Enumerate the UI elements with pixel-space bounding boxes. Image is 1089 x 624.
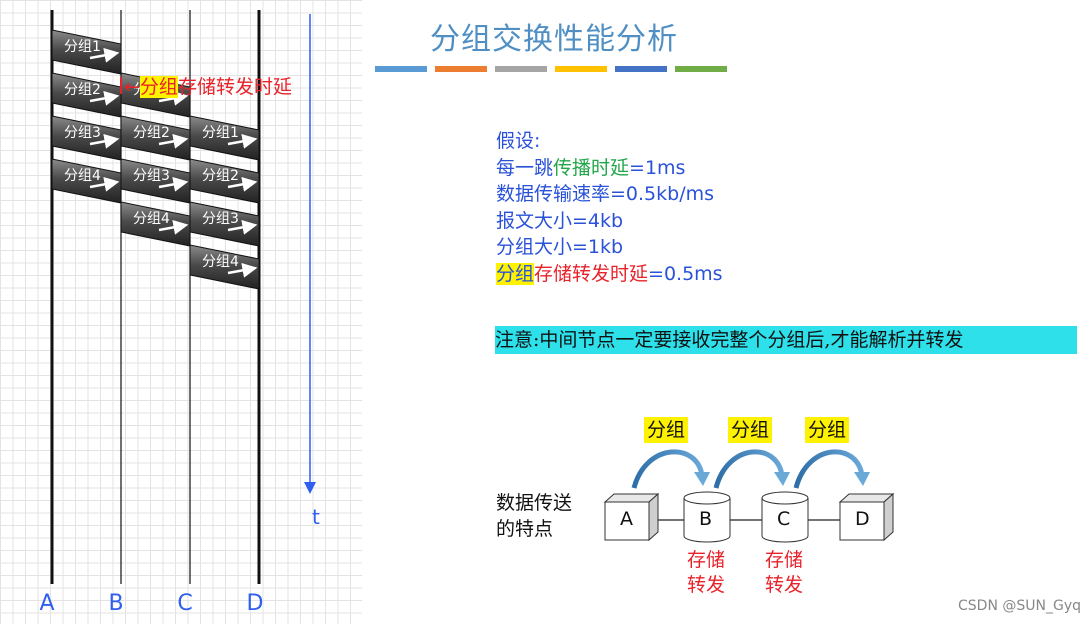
delay-text: 存储转发时延 <box>177 76 292 98</box>
hop-arrow-1 <box>631 449 705 489</box>
hop-tag-3: 分组 <box>805 417 850 443</box>
color-bar-2 <box>435 66 487 72</box>
packet-1-hop-1: 分组1 <box>51 29 122 75</box>
hop-tag-2: 分组 <box>728 417 773 443</box>
packet-label: 分组3 <box>133 168 170 184</box>
flow-node-c-label: C <box>777 508 791 530</box>
assumption-message-size: 报文大小=4kb <box>496 209 624 232</box>
flow-label-line2: 的特点 <box>496 518 554 540</box>
packet-direction-icon <box>89 176 120 192</box>
color-bar-1 <box>375 66 427 72</box>
packet-1-hop-3: 分组1 <box>189 115 260 161</box>
node-cylinder-b <box>683 491 731 543</box>
propagation-delay-term: 传播时延 <box>553 156 630 179</box>
flow-node-b-label: B <box>699 508 713 530</box>
hop-prefix: 每一跳 <box>496 156 554 179</box>
delay-highlight: 分组 <box>139 76 178 98</box>
store-forward-c: 存储转发 <box>762 548 806 598</box>
packet-3-hop-2: 分组3 <box>120 158 191 204</box>
hop-tag-1: 分组 <box>644 417 689 443</box>
node-label-c: C <box>177 591 192 616</box>
packet-direction-icon <box>89 133 120 149</box>
assumption-hop: 每一跳传播时延=1ms <box>496 155 723 182</box>
packet-4-hop-1: 分组4 <box>51 158 122 204</box>
packet-4-hop-2: 分组4 <box>120 201 191 247</box>
packet-label: 分组2 <box>64 82 101 98</box>
hop-arrow-head-2 <box>774 472 790 486</box>
packet-label: 分组4 <box>202 254 239 270</box>
color-bar-6 <box>675 66 727 72</box>
assumption-delay: 分组存储转发时延=0.5ms <box>496 261 723 288</box>
packet-label: 分组2 <box>133 125 170 141</box>
packet-2-hop-1: 分组2 <box>51 72 122 118</box>
time-label: t <box>312 505 320 529</box>
packet-label: 分组3 <box>202 211 239 227</box>
packet-direction-icon <box>89 47 120 63</box>
delay-arrow: ← <box>124 76 140 98</box>
packet-2-hop-3: 分组2 <box>189 158 260 204</box>
timeline-diagram: 分组1分组2分组3分组4分组1分组2分组3分组4分组1分组2分组3分组4 t A… <box>39 10 320 616</box>
note-banner: 注意:中间节点一定要接收完整个分组后,才能解析并转发 <box>495 326 1077 354</box>
store-forward-b: 存储转发 <box>684 548 728 598</box>
node-box-a <box>603 492 660 542</box>
packet-direction-icon <box>227 262 258 278</box>
hop-value: =1ms <box>629 156 686 179</box>
packet-direction-icon <box>227 219 258 235</box>
flow-node-a-label: A <box>620 508 633 530</box>
hop-arrow-head-3 <box>854 472 870 486</box>
packet-label: 分组1 <box>64 39 101 55</box>
packet-direction-icon <box>227 176 258 192</box>
packet-label: 分组1 <box>202 125 239 141</box>
packet-direction-icon <box>158 219 189 235</box>
store-b-line2: 转发 <box>686 574 725 596</box>
node-cylinder-c <box>761 491 809 543</box>
flow-label-line1: 数据传送 <box>496 492 573 514</box>
page-title: 分组交换性能分析 <box>430 22 678 57</box>
flow-node-d-label: D <box>855 508 870 530</box>
packet-direction-icon <box>158 133 189 149</box>
node-label-a: A <box>39 591 54 616</box>
store-forward-delay-label: ←分组存储转发时延 <box>124 72 292 99</box>
footer-credit: CSDN @SUN_Gyq <box>958 598 1081 614</box>
packet-direction-icon <box>89 90 120 106</box>
store-forward-term: 存储转发时延 <box>534 262 649 285</box>
hop-arrow-2 <box>713 449 785 489</box>
node-box-d <box>838 492 895 542</box>
flow-diagram <box>603 449 895 543</box>
packet-label: 分组4 <box>133 211 170 227</box>
hop-arrow-3 <box>793 449 865 489</box>
assumption-packet-size: 分组大小=1kb <box>496 236 624 258</box>
store-c-line2: 转发 <box>764 574 803 596</box>
delay-value: =0.5ms <box>648 262 723 285</box>
color-bar-3 <box>495 66 547 72</box>
packet-direction-icon <box>227 133 258 149</box>
store-c-line1: 存储 <box>764 549 803 571</box>
packet-2-hop-2: 分组2 <box>120 115 191 161</box>
packet-label: 分组4 <box>64 168 101 184</box>
color-bar-4 <box>555 66 607 72</box>
packet-label: 分组2 <box>202 168 239 184</box>
flow-label: 数据传送的特点 <box>496 490 572 542</box>
node-label-d: D <box>247 591 264 616</box>
packet-4-hop-3: 分组4 <box>189 244 260 290</box>
color-bar-5 <box>615 66 667 72</box>
packet-direction-icon <box>158 176 189 192</box>
delay-highlight-term: 分组 <box>496 262 535 285</box>
packet-3-hop-1: 分组3 <box>51 115 122 161</box>
packet-label: 分组3 <box>64 125 101 141</box>
hop-arrow-head-1 <box>694 472 710 486</box>
assumption-rate: 数据传输速率=0.5kb/ms <box>496 183 715 205</box>
packet-3-hop-3: 分组3 <box>189 201 260 247</box>
assumptions-block: 假设: 每一跳传播时延=1ms 数据传输速率=0.5kb/ms 报文大小=4kb… <box>496 128 723 287</box>
node-label-b: B <box>108 591 123 616</box>
assumption-heading: 假设: <box>496 130 541 152</box>
store-b-line1: 存储 <box>686 549 725 571</box>
